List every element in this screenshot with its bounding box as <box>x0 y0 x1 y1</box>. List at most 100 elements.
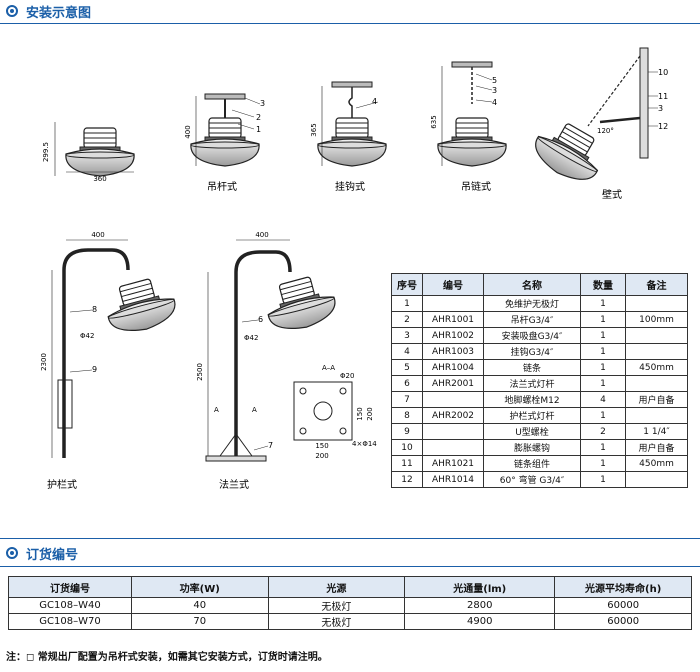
section-mark: A <box>252 406 257 414</box>
callout-label: 12 <box>658 122 668 131</box>
view-label-chain: 吊链式 <box>461 180 491 193</box>
dim-label: Φ42 <box>244 334 258 342</box>
table-cell: 60000 <box>554 613 692 630</box>
angle-label: 120° <box>597 127 614 135</box>
table-cell: GC108–W40 <box>8 597 132 614</box>
table-cell: 1 <box>580 439 626 456</box>
table-header-row: 订货编号 功率(W) 光源 光通量(lm) 光源平均寿命(h) <box>8 576 692 598</box>
target-icon <box>6 547 18 559</box>
divider <box>0 538 700 539</box>
header-cell: 光通量(lm) <box>404 576 556 598</box>
table-cell: 3 <box>391 327 423 344</box>
callout-label: 3 <box>658 104 663 113</box>
table-cell: 1 <box>580 455 626 472</box>
table-cell: 用户自备 <box>625 439 688 456</box>
section-title: A–A <box>322 364 335 372</box>
flange-view: 400 2500 6 7 Φ42 A A 法兰式 <box>196 231 341 491</box>
table-cell: 1 <box>580 471 626 488</box>
table-cell: 40 <box>130 597 269 614</box>
table-cell <box>625 471 688 488</box>
dim-label: 150 <box>356 407 364 420</box>
view-label-pendant: 吊杆式 <box>207 180 237 193</box>
divider <box>0 566 700 567</box>
header-cell: 光源平均寿命(h) <box>554 576 692 598</box>
header-cell: 序号 <box>391 273 423 296</box>
callout-label: 5 <box>492 76 497 85</box>
table-cell <box>422 295 484 312</box>
table-cell: 4900 <box>404 613 556 630</box>
table-cell: 2800 <box>404 597 556 614</box>
dim-label: 635 <box>430 115 438 128</box>
install-section-title: 安装示意图 <box>26 5 92 21</box>
table-cell: 12 <box>391 471 423 488</box>
table-cell: 70 <box>130 613 269 630</box>
table-cell: GC108–W70 <box>8 613 132 630</box>
table-cell: 60° 弯管 G3/4″ <box>483 471 581 488</box>
table-cell: AHR2002 <box>422 407 484 424</box>
table-cell: AHR1004 <box>422 359 484 376</box>
view-label-hook: 挂钩式 <box>335 180 365 193</box>
table-cell <box>625 375 688 392</box>
header-cell: 订货编号 <box>8 576 132 598</box>
table-cell: 4 <box>391 343 423 360</box>
callout-label: 7 <box>268 441 273 450</box>
callout-label: 4 <box>492 98 497 107</box>
view-label-flange: 法兰式 <box>219 478 249 491</box>
table-cell: 安装吸盘G3/4″ <box>483 327 581 344</box>
dim-width-label: 360 <box>93 175 106 183</box>
order-table: 订货编号 功率(W) 光源 光通量(lm) 光源平均寿命(h) GC108–W4… <box>8 576 692 630</box>
table-cell <box>625 327 688 344</box>
table-cell: 1 <box>580 327 626 344</box>
table-header-row: 序号 编号 名称 数量 备注 <box>391 273 688 296</box>
table-cell: AHR1014 <box>422 471 484 488</box>
order-section-header: 订货编号 <box>6 542 78 564</box>
table-cell: 1 <box>391 295 423 312</box>
hook-view: 365 4 挂钩式 <box>310 81 387 193</box>
dim-label: 400 <box>91 231 104 239</box>
table-cell: 膨胀螺钩 <box>483 439 581 456</box>
table-cell: 1 <box>580 343 626 360</box>
table-cell: 8 <box>391 407 423 424</box>
install-section-header: 安装示意图 <box>6 0 91 22</box>
callout-label: 3 <box>260 99 265 108</box>
table-cell: AHR1001 <box>422 311 484 328</box>
table-cell: 450mm <box>625 455 688 472</box>
table-cell: 10 <box>391 439 423 456</box>
table-cell: 1 <box>580 311 626 328</box>
table-cell: 1 <box>580 375 626 392</box>
table-cell: 无极灯 <box>267 613 406 630</box>
table-cell: 2 <box>580 423 626 440</box>
table-cell: 吊杆G3/4″ <box>483 311 581 328</box>
dim-label: 2300 <box>40 353 48 371</box>
header-cell: 光源 <box>267 576 406 598</box>
table-cell <box>422 423 484 440</box>
wall-view: 10 11 3 12 120° 壁式 <box>526 47 668 201</box>
table-cell: 挂钩G3/4″ <box>483 343 581 360</box>
table-cell: 6 <box>391 375 423 392</box>
view-label-railing: 护栏式 <box>47 478 77 491</box>
dim-label: 200 <box>315 452 328 460</box>
callout-label: 8 <box>92 305 97 314</box>
dim-height-label: 299.5 <box>42 142 50 162</box>
order-section-title: 订货编号 <box>26 547 79 563</box>
dim-label: Φ42 <box>80 332 94 340</box>
callout-label: 11 <box>658 92 668 101</box>
chain-view: 635 5 3 4 吊链式 <box>430 61 507 193</box>
railing-view: 400 2300 8 9 Φ42 护栏式 <box>40 231 181 491</box>
view-label-wall: 壁式 <box>602 188 622 201</box>
lamp-dimension-view: 299.5 360 <box>42 122 135 183</box>
callout-label: 9 <box>92 365 97 374</box>
header-cell: 功率(W) <box>130 576 269 598</box>
callout-label: 3 <box>492 86 497 95</box>
table-cell: 链条组件 <box>483 455 581 472</box>
